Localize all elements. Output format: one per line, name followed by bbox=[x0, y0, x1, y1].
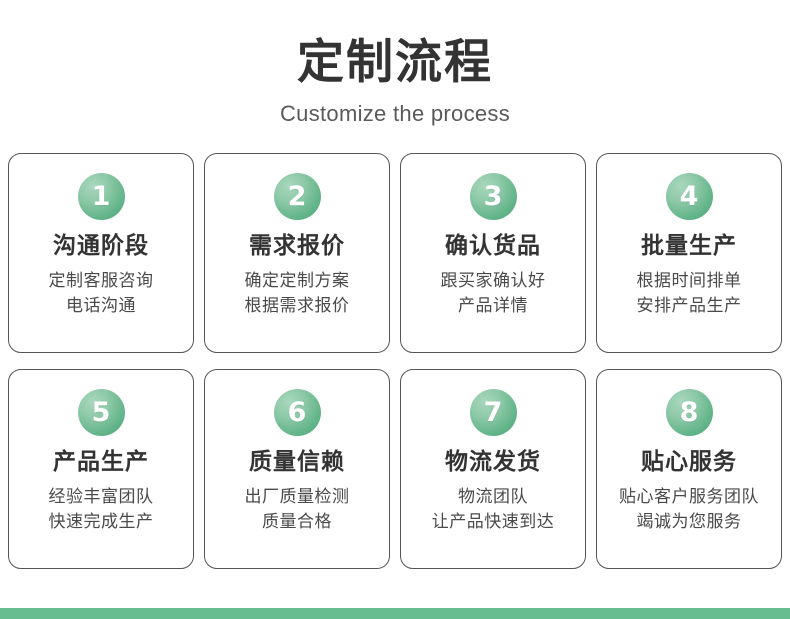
step-number-badge: 6 bbox=[273, 388, 321, 436]
step-description-line-1: 出厂质量检测 bbox=[244, 487, 350, 507]
step-description: 根据时间排单 安排产品生产 bbox=[637, 269, 742, 318]
step-title: 产品生产 bbox=[53, 447, 149, 474]
step-description-line-1: 跟买家确认好 bbox=[440, 271, 546, 291]
bottom-accent-bar bbox=[0, 608, 790, 619]
step-number-badge: 7 bbox=[469, 388, 517, 436]
step-description-line-2: 产品详情 bbox=[458, 295, 528, 315]
step-description: 贴心客户服务团队 竭诚为您服务 bbox=[619, 485, 759, 534]
step-description: 物流团队 让产品快速到达 bbox=[432, 485, 555, 534]
step-description-line-2: 安排产品生产 bbox=[636, 295, 742, 315]
step-description: 出厂质量检测 质量合格 bbox=[245, 485, 350, 534]
step-title: 物流发货 bbox=[445, 447, 541, 474]
step-description: 定制客服咨询 电话沟通 bbox=[49, 269, 154, 318]
header: 定制流程 Customize the process bbox=[0, 0, 790, 126]
step-title: 确认货品 bbox=[445, 231, 541, 258]
step-description-line-1: 贴心客户服务团队 bbox=[619, 487, 759, 507]
step-number-badge: 5 bbox=[77, 388, 125, 436]
step-description-line-2: 竭诚为您服务 bbox=[636, 511, 742, 531]
step-number-badge: 2 bbox=[273, 172, 321, 220]
step-description: 确定定制方案 根据需求报价 bbox=[245, 269, 350, 318]
process-step-card-1: 1 沟通阶段 定制客服咨询 电话沟通 bbox=[8, 152, 194, 353]
step-description-line-2: 电话沟通 bbox=[66, 295, 136, 315]
process-step-card-8: 8 贴心服务 贴心客户服务团队 竭诚为您服务 bbox=[596, 368, 782, 569]
step-description-line-1: 经验丰富团队 bbox=[48, 487, 154, 507]
step-title: 需求报价 bbox=[249, 231, 345, 258]
process-step-grid: 1 沟通阶段 定制客服咨询 电话沟通 2 需求报价 确定定制方案 根据需求报价 … bbox=[0, 152, 790, 569]
page-subtitle: Customize the process bbox=[279, 100, 511, 126]
process-step-card-3: 3 确认货品 跟买家确认好 产品详情 bbox=[400, 152, 586, 353]
step-description-line-1: 定制客服咨询 bbox=[48, 271, 154, 291]
step-title: 质量信赖 bbox=[249, 447, 345, 474]
step-description: 经验丰富团队 快速完成生产 bbox=[49, 485, 154, 534]
step-description-line-2: 让产品快速到达 bbox=[431, 511, 555, 531]
step-description-line-1: 物流团队 bbox=[458, 487, 528, 507]
step-title: 批量生产 bbox=[641, 231, 737, 258]
page-title: 定制流程 bbox=[297, 35, 493, 88]
step-description-line-1: 根据时间排单 bbox=[636, 271, 742, 291]
step-title: 贴心服务 bbox=[641, 447, 737, 474]
step-description-line-2: 根据需求报价 bbox=[244, 295, 350, 315]
process-step-card-2: 2 需求报价 确定定制方案 根据需求报价 bbox=[204, 152, 390, 353]
step-description: 跟买家确认好 产品详情 bbox=[441, 269, 546, 318]
step-description-line-2: 质量合格 bbox=[262, 511, 332, 531]
step-number-badge: 3 bbox=[469, 172, 517, 220]
process-step-card-4: 4 批量生产 根据时间排单 安排产品生产 bbox=[596, 152, 782, 353]
step-number-badge: 1 bbox=[77, 172, 125, 220]
process-step-card-7: 7 物流发货 物流团队 让产品快速到达 bbox=[400, 368, 586, 569]
step-title: 沟通阶段 bbox=[53, 231, 149, 258]
process-step-card-5: 5 产品生产 经验丰富团队 快速完成生产 bbox=[8, 368, 194, 569]
step-description-line-2: 快速完成生产 bbox=[48, 511, 154, 531]
step-description-line-1: 确定定制方案 bbox=[244, 271, 350, 291]
process-step-card-6: 6 质量信赖 出厂质量检测 质量合格 bbox=[204, 368, 390, 569]
step-number-badge: 8 bbox=[665, 388, 713, 436]
step-number-badge: 4 bbox=[665, 172, 713, 220]
